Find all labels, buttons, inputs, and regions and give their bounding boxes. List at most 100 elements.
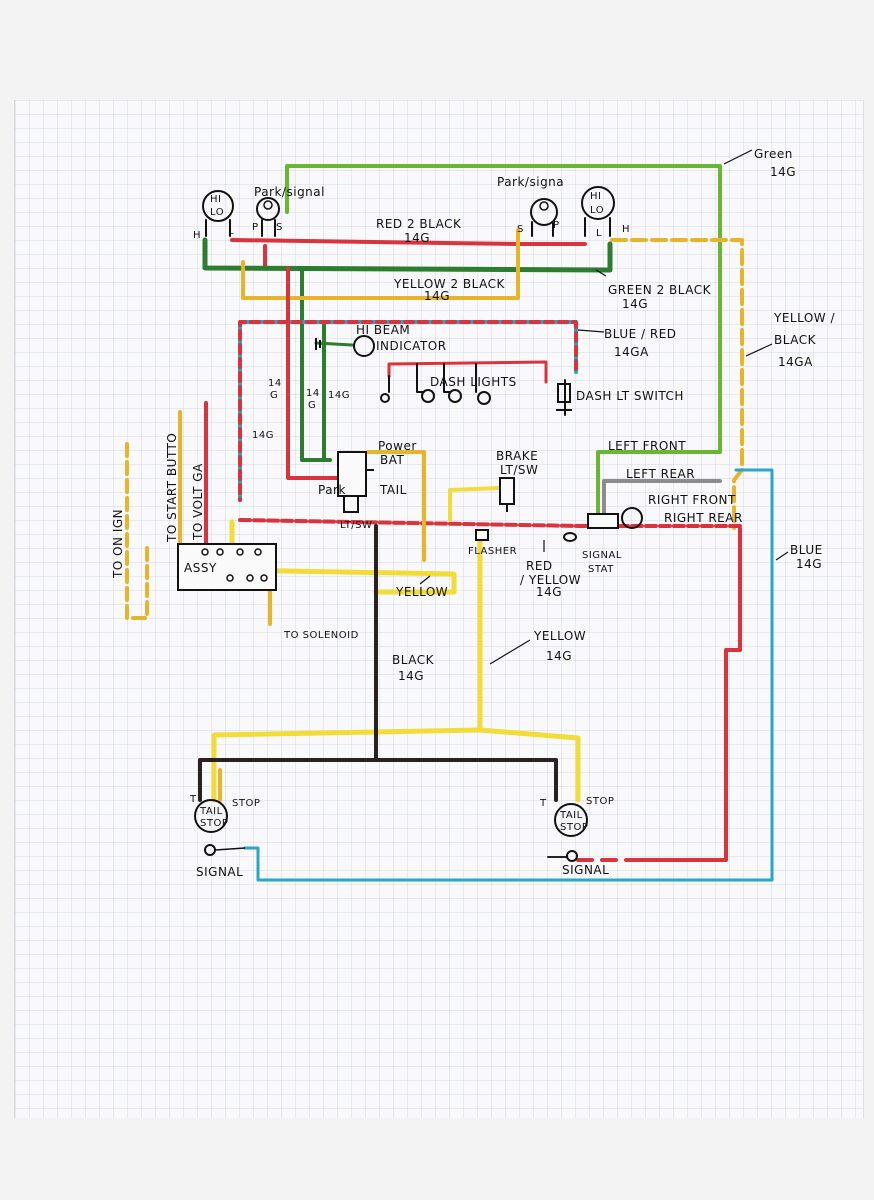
label-s-right: S <box>517 224 524 235</box>
callout-yellow-mid <box>419 575 431 585</box>
hi-beam-indicator <box>315 335 375 357</box>
label-red-black: RED 2 BLACK <box>376 217 462 231</box>
label-blue-gauge: 14G <box>796 557 822 571</box>
label-flasher: FLASHER <box>468 546 517 557</box>
label-park-signal-right: Park/signa <box>497 175 564 189</box>
label-brake-lt-sw: LT/SW <box>500 463 538 477</box>
label-red-yellow: / YELLOW <box>520 573 581 587</box>
label-signal-stat: STAT <box>588 564 614 575</box>
right-tail-stop-lamp <box>554 803 588 862</box>
label-red: RED <box>526 559 553 573</box>
label-h-right: H <box>622 224 630 235</box>
label-stop-left: STOP <box>232 798 260 809</box>
label-dash-lights: DASH LIGHTS <box>430 375 517 389</box>
left-headlight: HI LO <box>202 190 234 237</box>
wire-red-park-drop <box>286 266 347 480</box>
callout-green <box>723 149 753 165</box>
label-black-gauge: 14G <box>398 669 424 683</box>
dash-lt-switch <box>556 383 572 411</box>
wire-green-black <box>202 237 613 273</box>
label-14g-d: 14G <box>252 430 274 441</box>
label-power: Power <box>378 439 417 453</box>
label-left-rear: LEFT REAR <box>626 467 695 481</box>
label-bat: BAT <box>380 453 405 467</box>
label-stop-right: STOP <box>586 796 614 807</box>
wire-blue-14g <box>243 468 774 882</box>
dash-lights <box>380 363 491 405</box>
label-p-left: P <box>252 222 259 233</box>
left-headlight-lo: LO <box>210 207 224 218</box>
label-tail-right: TAIL <box>559 810 583 821</box>
label-hi-beam-indicator: INDICATOR <box>376 339 447 353</box>
flasher <box>475 529 489 541</box>
label-stop-left-lamp: STOP <box>200 818 228 829</box>
label-lt-sw: LT/SW <box>340 520 372 531</box>
label-green-gauge: 14G <box>770 165 796 179</box>
wire-gray-left-rear <box>602 479 722 522</box>
label-to-start-button: TO START BUTTO <box>165 433 179 543</box>
label-red-black-gauge: 14G <box>404 231 430 245</box>
label-green-black: GREEN 2 BLACK <box>608 283 712 297</box>
wire-yellow-ign <box>125 442 149 620</box>
wire-hi-beam-ground <box>314 341 354 347</box>
label-yellow-14g: YELLOW <box>533 629 586 643</box>
wire-black-rear-bus <box>198 758 558 802</box>
label-brake: BRAKE <box>496 449 538 463</box>
wire-green-black-drop <box>300 266 332 462</box>
left-tail-stop-lamp <box>194 799 246 856</box>
callout-yellow-14g <box>489 639 531 665</box>
wire-red-right-rear <box>638 526 742 862</box>
wire-yellow-power-bat <box>366 450 426 562</box>
right-headlight-hi: HI <box>590 191 601 202</box>
label-blue-red-gauge: 14GA <box>614 345 649 359</box>
right-headlight: HI LO <box>581 186 615 237</box>
label-park: Park <box>318 483 346 497</box>
callout-blue <box>775 551 789 561</box>
label-to-volt-ga: TO VOLT GA <box>191 463 205 541</box>
label-green: Green <box>754 147 793 161</box>
label-dash-lt-switch: DASH LT SWITCH <box>576 389 684 403</box>
label-yellow-black-right-2: BLACK <box>774 333 817 347</box>
right-headlight-lo: LO <box>590 205 604 216</box>
wire-blue-red-2 <box>238 320 578 502</box>
label-t-right: T <box>539 798 547 809</box>
assy-block <box>177 543 277 591</box>
label-black: BLACK <box>392 653 435 667</box>
wire-red-signal-bus <box>238 518 742 528</box>
label-l-left: L <box>228 226 234 237</box>
wire-yellow-rear-bus <box>211 727 483 803</box>
label-14g-a-g: G <box>270 390 278 401</box>
label-s-left: S <box>276 222 283 233</box>
label-tail: TAIL <box>379 483 407 497</box>
callout-blue-red <box>577 329 605 333</box>
label-14g-c: 14G <box>328 390 350 401</box>
label-hi-beam: HI BEAM <box>356 323 410 337</box>
wire-yellow-brake <box>448 486 502 522</box>
signal-switch <box>563 507 643 542</box>
label-blue: BLUE <box>790 543 823 557</box>
wire-green-14g <box>285 164 722 522</box>
label-signal-right: SIGNAL <box>562 863 609 877</box>
light-switch <box>337 451 374 513</box>
label-yellow-black-top: YELLOW 2 BLACK <box>393 277 506 291</box>
label-stop-right-lamp: STOP <box>560 822 588 833</box>
label-green-black-gauge: 14G <box>622 297 648 311</box>
label-yellow-black-right-3: 14GA <box>778 355 813 369</box>
wire-yellow-14g-down <box>477 537 581 803</box>
label-yellow-mid: YELLOW <box>395 585 448 599</box>
callout-yellow-black-right <box>745 343 773 357</box>
label-left-front: LEFT FRONT <box>608 439 686 453</box>
brake-light-switch <box>499 477 515 512</box>
label-right-rear: RIGHT REAR <box>664 511 743 525</box>
label-signal-left: SIGNAL <box>196 865 243 879</box>
callout-green-black <box>595 269 607 277</box>
wire-yellow-black-top <box>241 228 520 300</box>
label-signal: SIGNAL <box>582 550 622 561</box>
label-right-front: RIGHT FRONT <box>648 493 736 507</box>
label-red-yellow-gauge: 14G <box>536 585 562 599</box>
label-14g-b-g: G <box>308 400 316 411</box>
label-p-right: P <box>553 220 560 231</box>
label-yellow-14g-gauge: 14G <box>546 649 572 663</box>
left-headlight-hi: HI <box>210 194 221 205</box>
